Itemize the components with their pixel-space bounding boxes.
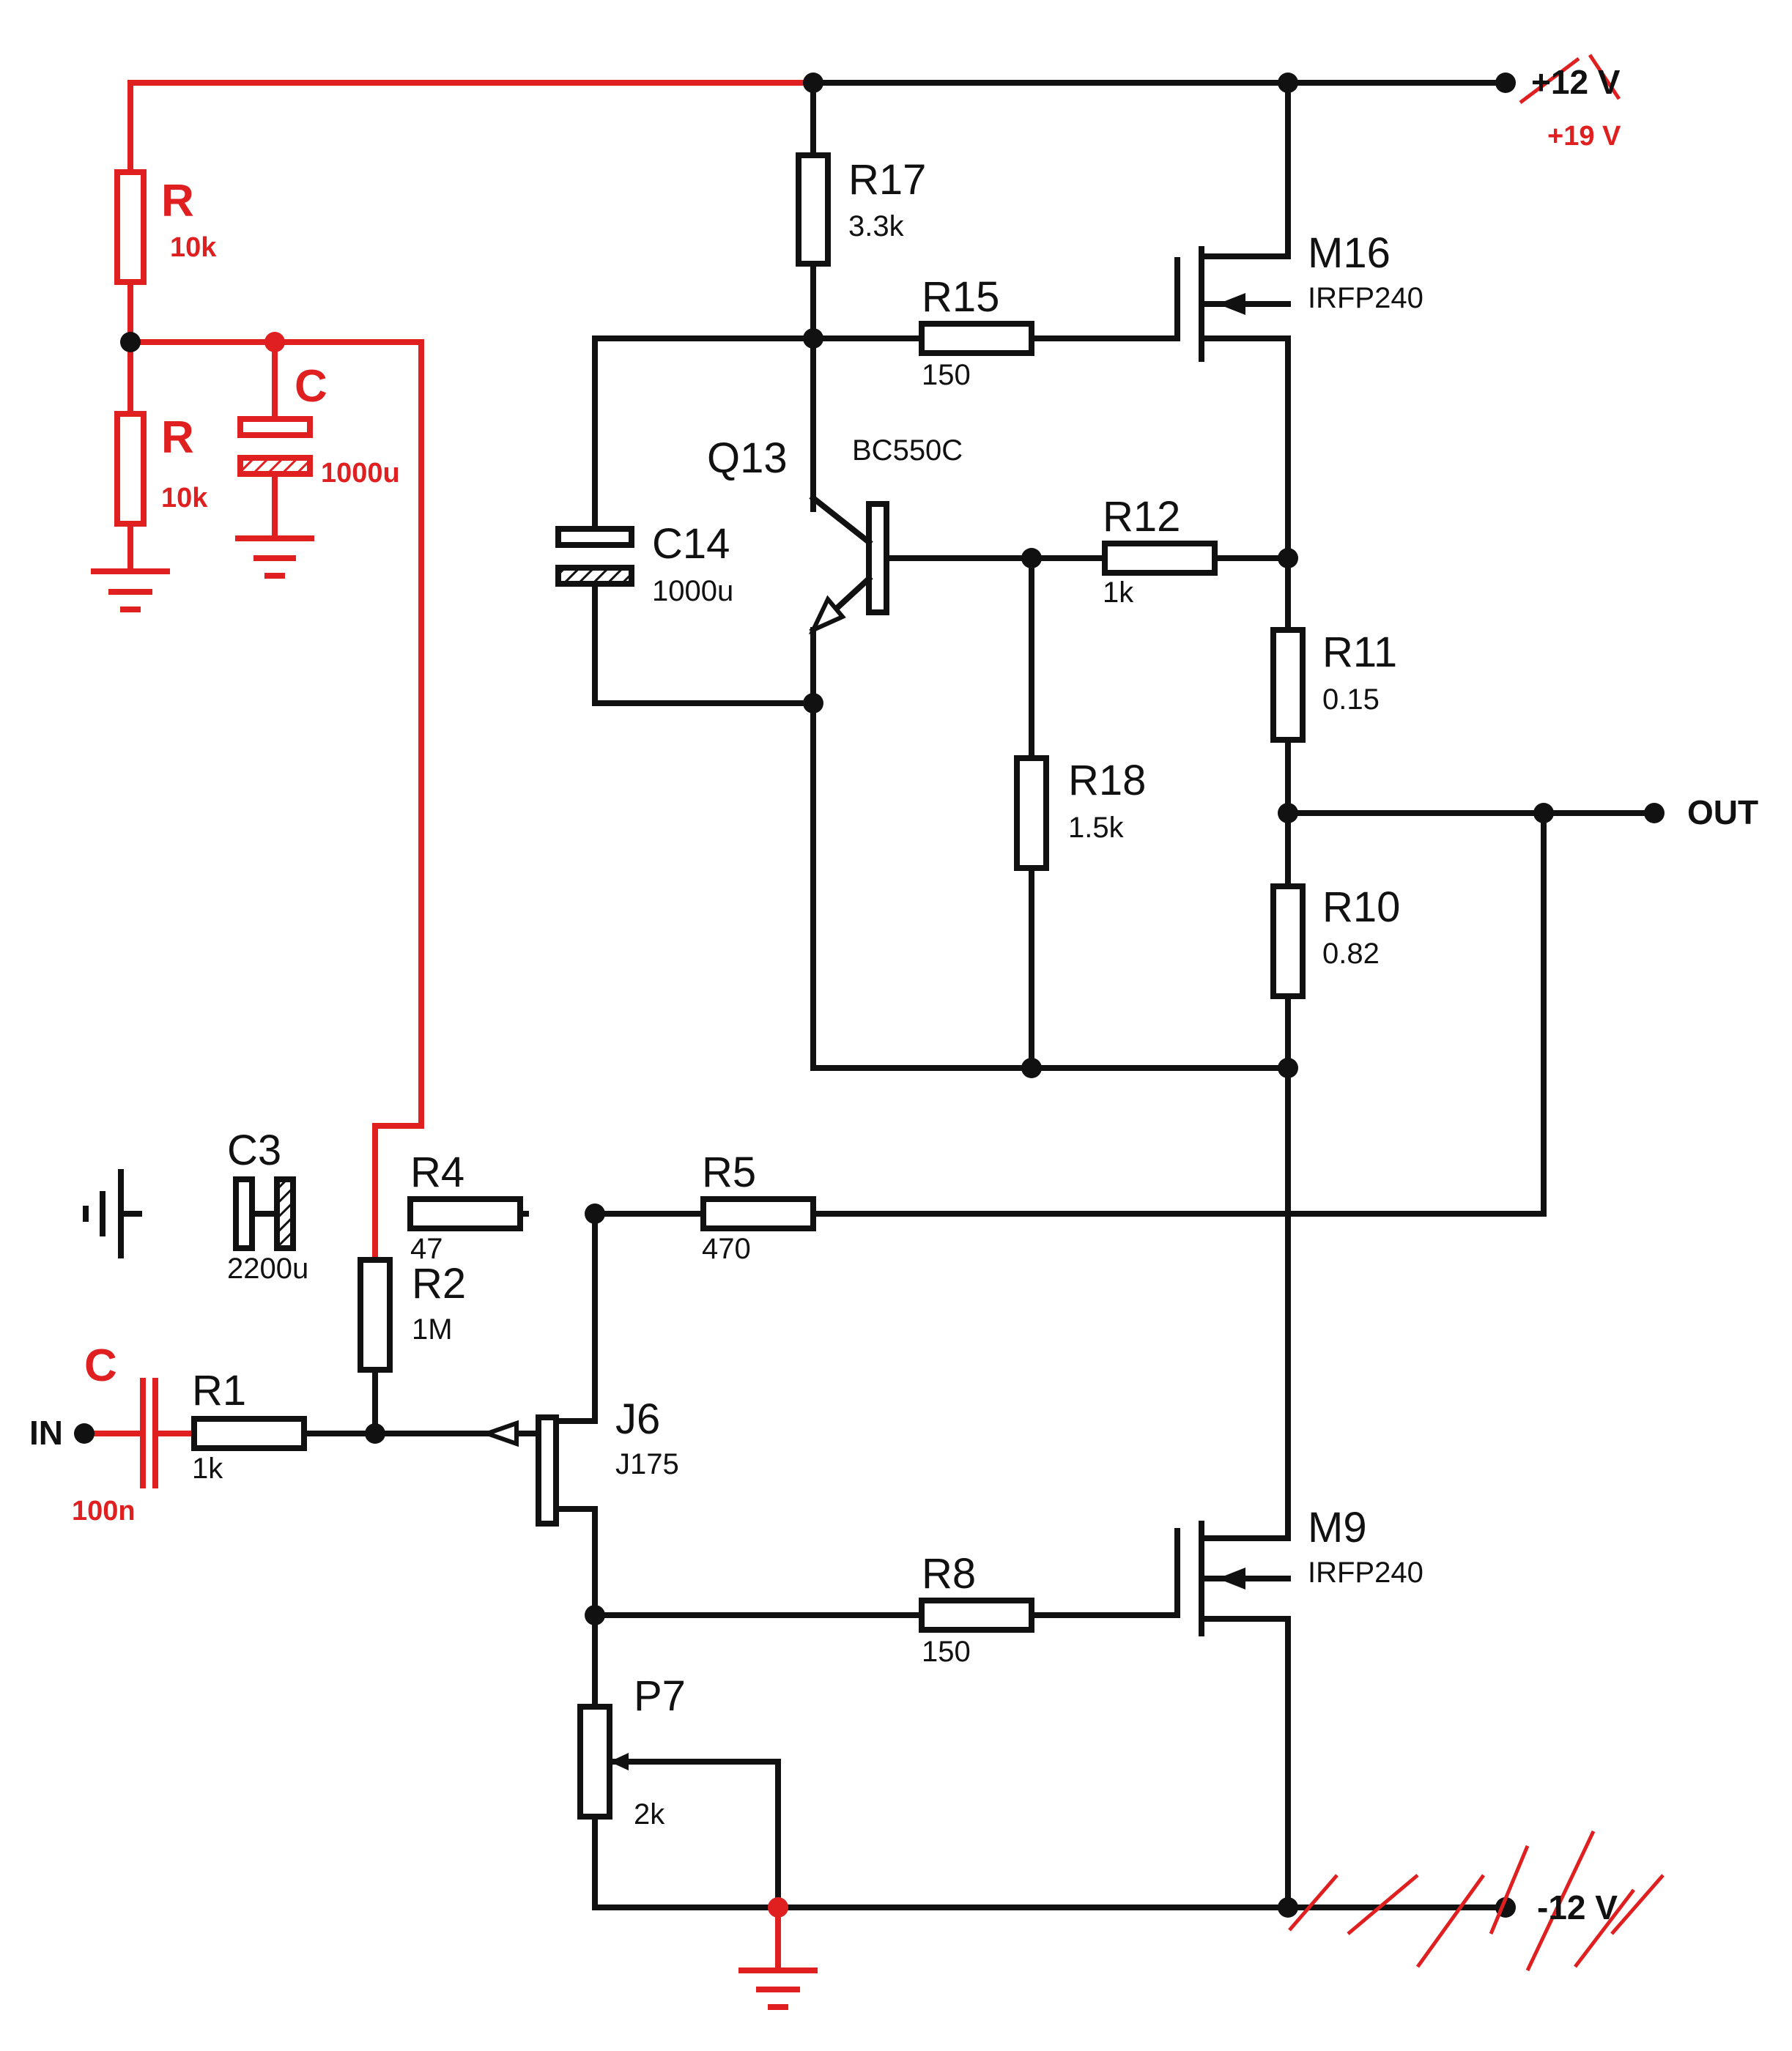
m9-value: IRFP240 [1308,1557,1423,1589]
j6-name: J6 [615,1395,660,1443]
mosfet-m9 [1174,1521,1291,1636]
supply-positive-label: +12 V [1531,63,1621,101]
m16-name: M16 [1308,229,1391,277]
r-bot-value: 10k [161,483,208,513]
c14-value: 1000u [652,575,733,607]
c-in-name: C [84,1340,117,1391]
mosfet-m16 [1174,246,1291,362]
r2-name: R2 [412,1260,466,1308]
q13-name: Q13 [707,434,788,482]
r1-name: R1 [192,1367,246,1414]
r17-value: 3.3k [848,210,905,242]
resistor-r-bot [114,411,147,527]
c-in-value: 100n [72,1496,136,1527]
r18-name: R18 [1068,757,1146,804]
r-top-value: 10k [170,232,217,263]
r17-name: R17 [848,156,926,204]
r10-name: R10 [1322,883,1400,931]
ground-icon [738,1904,818,2010]
r12-name: R12 [1103,493,1180,541]
ground-icon [91,568,170,612]
ground-icon [83,1169,124,1258]
resistor-r12 [1102,541,1218,576]
m16-value: IRFP240 [1308,282,1423,314]
port-out-label: OUT [1687,793,1758,831]
jfet-j6 [480,1414,559,1527]
r15-value: 150 [922,359,971,391]
r5-value: 470 [702,1233,751,1265]
c-bias-name: C [295,361,327,412]
supply-negative-label: -12 V [1537,1888,1618,1926]
resistor-r11 [1270,627,1306,743]
resistor-r18 [1014,755,1049,871]
m9-name: M9 [1308,1504,1367,1551]
resistor-r17 [796,152,831,267]
r1-value: 1k [192,1453,223,1485]
capacitor-c3 [233,1176,296,1251]
r4-name: R4 [410,1149,464,1196]
labels: +12 V +19 V -12 V OUT IN R17 3.3k M16 IR… [29,63,1758,1926]
wires [118,80,1657,1910]
j6-value: J175 [615,1448,679,1480]
r2-value: 1M [412,1313,453,1346]
r4-value: 47 [410,1233,443,1265]
port-in-label: IN [29,1414,63,1452]
c-bias-value: 1000u [321,458,400,489]
resistor-r2 [358,1257,393,1373]
r5-name: R5 [702,1149,756,1196]
transistor-q13 [808,494,889,635]
p7-name: P7 [634,1672,686,1720]
c3-name: C3 [227,1127,281,1174]
capacitor-c14 [555,526,634,587]
r8-name: R8 [922,1550,976,1598]
resistor-r8 [919,1598,1034,1633]
r18-value: 1.5k [1068,812,1125,844]
resistor-r10 [1270,883,1306,999]
resistor-r-top [114,169,147,285]
resistor-r5 [700,1196,816,1231]
resistor-r1 [191,1416,307,1451]
r10-value: 0.82 [1322,938,1380,970]
capacitor-c-in [140,1378,158,1488]
r-top-name: R [161,176,194,226]
c14-name: C14 [652,520,730,568]
resistor-r4 [407,1196,523,1231]
q13-value: BC550C [852,434,963,467]
ground-icon [235,535,314,579]
r8-value: 150 [922,1636,971,1668]
potentiometer-p7 [577,1704,629,1820]
r15-name: R15 [922,273,999,321]
r-bot-name: R [161,412,194,463]
p7-value: 2k [634,1798,665,1831]
strike-marks [1288,53,1665,1972]
supply-new-label: +19 V [1547,121,1621,152]
r12-value: 1k [1103,576,1134,609]
capacitor-c-bias [237,416,313,477]
r11-value: 0.15 [1322,683,1380,716]
c3-value: 2200u [227,1253,308,1285]
r11-name: R11 [1322,628,1397,676]
modification-wires [81,80,816,1436]
resistor-r15 [919,321,1034,356]
junction-dots [74,73,1665,1918]
